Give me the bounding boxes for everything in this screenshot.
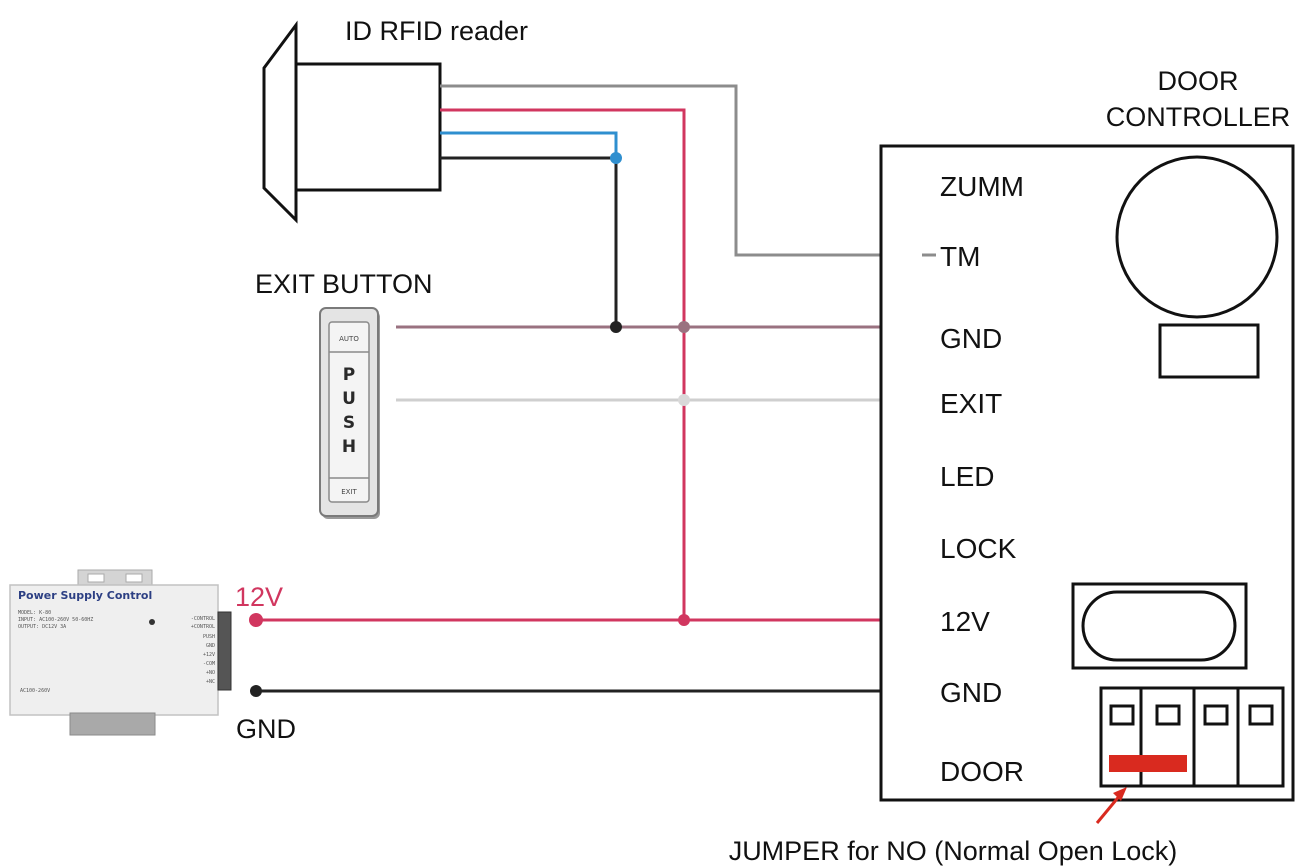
psu-terminal-label-6: +NO (206, 670, 215, 676)
psu-model-line-2: INPUT: AC100-260V 50-60HZ (18, 617, 93, 623)
psu-model-line-1: MODEL: K-80 (18, 610, 51, 616)
jumper-block (1099, 686, 1285, 788)
crystal-oval (1081, 590, 1237, 662)
jumper-note: JUMPER for NO (Normal Open Lock) (729, 836, 1178, 866)
psu-terminal-label-7: +NC (206, 679, 215, 685)
exit-button-letter-s: S (343, 413, 355, 433)
psu-terminal-block (217, 611, 232, 691)
wire-red-12v (440, 108, 686, 620)
psu-terminal-label-5: -COM (203, 661, 215, 667)
wire-gray-tm (440, 84, 922, 257)
exit-button-letter-u: U (342, 389, 356, 409)
power-supply: Power Supply Control MODEL: K-80 INPUT: … (9, 569, 296, 744)
jumper-cap (1109, 755, 1187, 772)
terminal-exit: EXIT (940, 388, 1002, 419)
exit-button-auto-text: AUTO (339, 335, 359, 343)
exit-button-label: EXIT BUTTON (255, 269, 433, 299)
controller-label-line-1: DOOR (1158, 66, 1239, 96)
junction-red-12v (678, 614, 690, 626)
junction-black-gnd (610, 321, 622, 333)
psu-12v-label: 12V (235, 582, 283, 612)
buzzer-icon (1115, 155, 1279, 319)
rfid-reader: ID RFID reader (262, 16, 528, 224)
wire-black-gnd (440, 156, 618, 327)
terminal-12v: 12V (940, 606, 990, 637)
junction-psu-12v (249, 613, 263, 627)
wires (256, 84, 922, 693)
psu-bracket-slot-left (87, 573, 105, 583)
jumper-pin-1 (1109, 704, 1135, 726)
terminal-led: LED (940, 461, 994, 492)
door-controller: DOOR CONTROLLER ZUMM TM GND EXIT LED LOC… (879, 66, 1295, 802)
junctions (249, 152, 690, 697)
jumper-arrow (1095, 787, 1127, 824)
psu-terminal-label-4: +12V (203, 652, 215, 658)
psu-model-line-3: OUTPUT: DC12V 3A (18, 624, 66, 630)
psu-terminal-label-0: -CONTROL (191, 616, 215, 622)
jumper-pin-2 (1155, 704, 1181, 726)
psu-title: Power Supply Control (18, 589, 152, 602)
terminal-door: DOOR (940, 756, 1024, 787)
psu-gnd-label: GND (236, 714, 296, 744)
exit-button-letter-p: P (343, 365, 355, 385)
terminal-gnd-1: GND (940, 323, 1002, 354)
junction-exit (678, 394, 690, 406)
jumper-pin-3 (1203, 704, 1229, 726)
junction-psu-gnd (250, 685, 262, 697)
psu-bottom (69, 712, 156, 736)
terminal-lock: LOCK (940, 533, 1017, 564)
psu-body (9, 584, 219, 716)
wire-blue (440, 131, 618, 158)
psu-bracket-slot-right (125, 573, 143, 583)
terminal-tm: TM (940, 241, 980, 272)
component-block (1158, 323, 1260, 379)
terminal-gnd-2: GND (940, 677, 1002, 708)
terminal-zumm: ZUMM (940, 171, 1024, 202)
psu-terminal-label-1: +CONTROL (191, 624, 215, 630)
controller-label-line-2: CONTROLLER (1106, 102, 1291, 132)
psu-terminal-label-3: GND (206, 643, 215, 649)
exit-button-exit-text: EXIT (341, 488, 357, 496)
exit-button: EXIT BUTTON AUTO P U S H EXIT (255, 269, 433, 519)
exit-button-letter-h: H (342, 437, 356, 457)
psu-led (149, 619, 155, 625)
psu-terminal-label-2: PUSH (203, 634, 215, 640)
junction-blue (610, 152, 622, 164)
jumper-pin-4 (1248, 704, 1274, 726)
reader-body (294, 62, 442, 192)
reader-flange (262, 20, 298, 224)
junction-mauve-gnd (678, 321, 690, 333)
exit-button-face (328, 321, 370, 503)
reader-label: ID RFID reader (345, 16, 528, 46)
psu-ac-text: AC100-260V (20, 688, 50, 694)
